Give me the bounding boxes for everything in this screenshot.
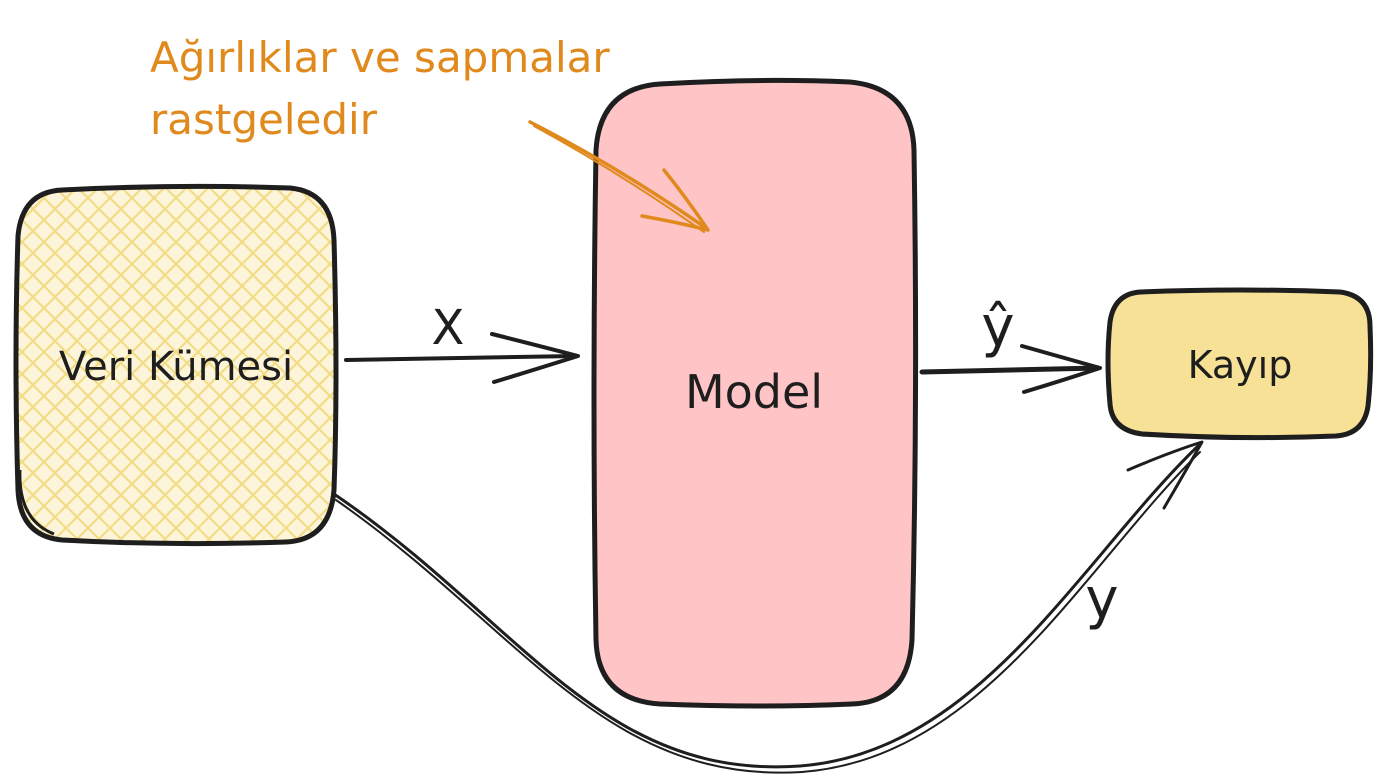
dataset-node[interactable]: Veri Kümesi (13, 183, 339, 547)
annotation-line-1: Ağırlıklar ve sapmalar (150, 33, 610, 82)
dataset-label: Veri Kümesi (59, 344, 293, 390)
loss-label: Kayıp (1188, 343, 1293, 387)
annotation-arrow (528, 120, 710, 233)
arrow-dataset-to-loss: y (332, 440, 1204, 774)
y-edge-label: y (1085, 567, 1118, 632)
arrow-dataset-to-model: X (344, 300, 580, 384)
model-node[interactable]: Model (591, 77, 919, 709)
arrow-model-to-loss: ŷ (919, 295, 1102, 394)
annotation: Ağırlıklar ve sapmalar rastgeledir (150, 33, 610, 144)
x-edge-label: X (432, 300, 465, 356)
yhat-edge-label: ŷ (981, 295, 1014, 360)
loss-node[interactable]: Kayıp (1105, 287, 1374, 441)
model-label: Model (685, 365, 823, 419)
annotation-line-2: rastgeledir (150, 95, 378, 144)
